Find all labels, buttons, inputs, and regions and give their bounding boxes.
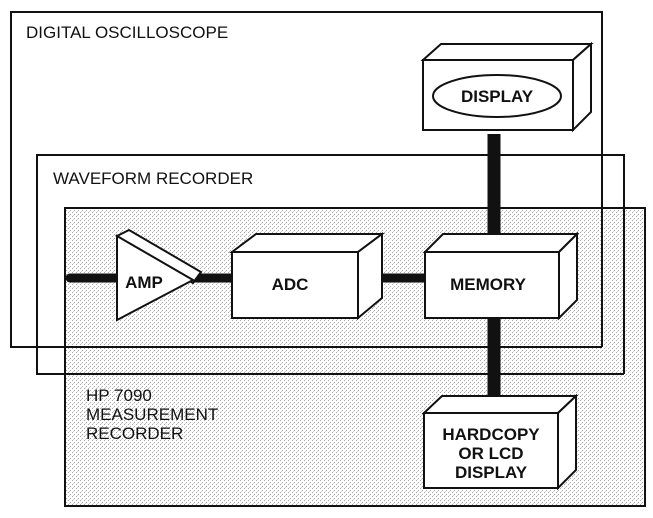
display-label: DISPLAY — [461, 87, 534, 106]
amp-block: AMP — [114, 228, 203, 322]
label-measurement-line-3: RECORDER — [86, 424, 183, 443]
display-screen-oval — [432, 74, 562, 118]
hardcopy-label-line-3: DISPLAY — [455, 463, 528, 482]
adc-label: ADC — [272, 275, 309, 294]
memory-block: MEMORY — [422, 231, 580, 321]
memory-label: MEMORY — [450, 275, 527, 294]
label-measurement-line-2: MEASUREMENT — [86, 405, 218, 424]
label-digital-oscilloscope: DIGITAL OSCILLOSCOPE — [26, 23, 228, 42]
display-block: DISPLAY — [420, 41, 594, 133]
label-waveform-recorder: WAVEFORM RECORDER — [53, 169, 253, 188]
hardcopy-label-line-1: HARDCOPY — [442, 425, 540, 444]
label-measurement-line-1: HP 7090 — [86, 386, 152, 405]
adc-block: ADC — [229, 232, 385, 321]
hardcopy-block: HARDCOPY OR LCD DISPLAY — [421, 393, 579, 491]
amp-label: AMP — [125, 273, 163, 292]
hardcopy-label-line-2: OR LCD — [458, 444, 523, 463]
